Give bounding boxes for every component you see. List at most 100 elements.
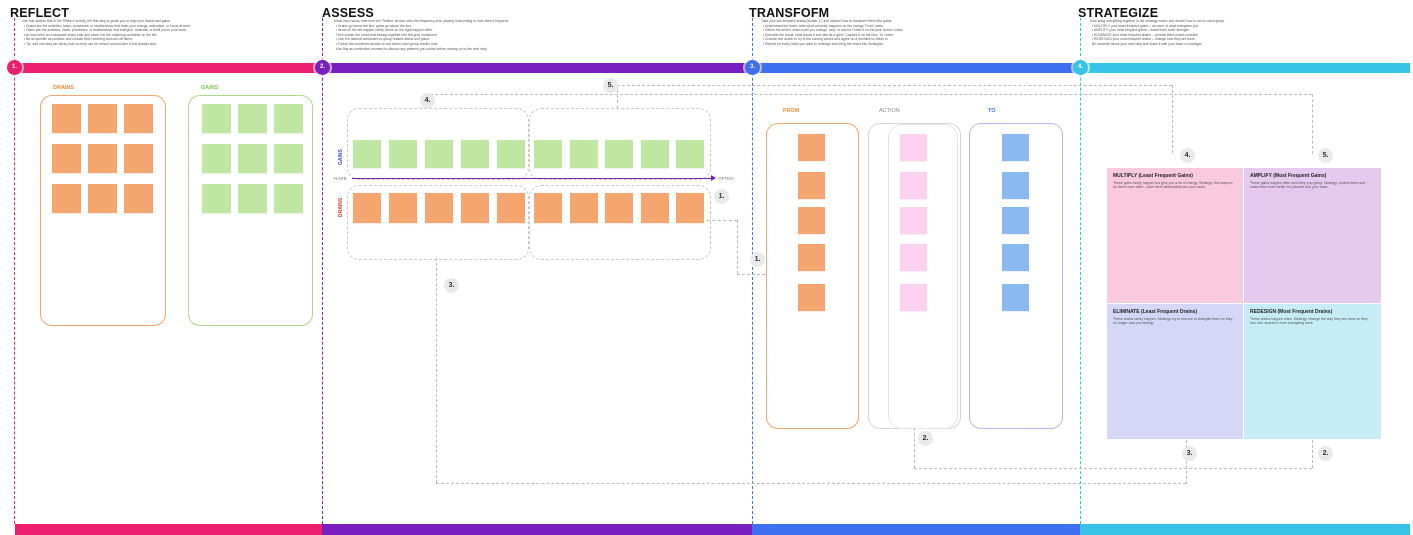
from-label: FROM [783, 108, 800, 114]
quadrant-multiply-text: These gains rarely happen but give you a… [1113, 181, 1233, 190]
action-sticky-note[interactable] [900, 284, 927, 311]
assess-gain-sticky-note[interactable] [605, 140, 633, 168]
action-sticky-note[interactable] [900, 207, 927, 234]
strategize-badge-4: 4. [1180, 148, 1195, 163]
from-sticky-note[interactable] [798, 284, 825, 311]
drain-sticky-note[interactable] [52, 184, 81, 213]
quadrant-redesign-title: REDESIGN (Most Frequent Drains) [1250, 309, 1333, 315]
transform-band [752, 63, 1080, 73]
drain-sticky-note[interactable] [124, 144, 153, 173]
assess-gain-sticky-note[interactable] [389, 140, 417, 168]
connector-2-bottom [914, 468, 1312, 469]
cluster-rare-gains [347, 108, 529, 180]
cluster-rare-drains [347, 185, 529, 260]
frequency-axis-arrow-icon [711, 175, 716, 181]
assess-gain-sticky-note[interactable] [497, 140, 525, 168]
gain-sticky-note[interactable] [202, 144, 231, 173]
drain-sticky-note[interactable] [124, 104, 153, 133]
from-sticky-note[interactable] [798, 244, 825, 271]
cluster-often-drains [529, 185, 711, 260]
assess-gain-sticky-note[interactable] [570, 140, 598, 168]
section-title-transform: TRANSFOFM [749, 6, 830, 20]
strategize-instructions: Now bring everything together in the str… [1090, 19, 1226, 46]
action-sticky-note[interactable] [900, 172, 927, 199]
connector-2-drop [914, 428, 915, 468]
from-container [766, 123, 859, 429]
from-sticky-note[interactable] [798, 172, 825, 199]
assess-drain-sticky-note[interactable] [389, 193, 417, 223]
action-label: ACTION [879, 108, 900, 114]
cluster-often-gains [529, 108, 711, 180]
action-inner-container [888, 124, 958, 429]
drain-sticky-note[interactable] [88, 184, 117, 213]
quadrant-eliminate-text: These drains rarely happen. Strategy: tr… [1113, 317, 1233, 326]
assess-drain-sticky-note[interactable] [534, 193, 562, 223]
gain-sticky-note[interactable] [274, 184, 303, 213]
connector-2-rise [1312, 440, 1313, 468]
assess-gain-sticky-note[interactable] [425, 140, 453, 168]
assess-gain-sticky-note[interactable] [353, 140, 381, 168]
axis-rare-label: RARE [334, 176, 347, 181]
assess-drain-sticky-note[interactable] [570, 193, 598, 223]
strategize-badge-3: 3. [1182, 446, 1197, 461]
reflect-instructions: Use this section first in the 'Reflect' … [22, 19, 192, 46]
assess-gains-label: GAINS [338, 149, 344, 165]
strategize-divider [1080, 18, 1081, 524]
to-label: TO [988, 108, 996, 114]
transform-step-node: 3. [745, 60, 760, 75]
drain-sticky-note[interactable] [124, 184, 153, 213]
quadrant-redesign: REDESIGN (Most Frequent Drains) These dr… [1244, 304, 1381, 439]
assess-band [322, 63, 752, 73]
assess-drain-sticky-note[interactable] [497, 193, 525, 223]
gain-sticky-note[interactable] [274, 144, 303, 173]
gain-sticky-note[interactable] [202, 184, 231, 213]
gain-sticky-note[interactable] [238, 144, 267, 173]
gain-sticky-note[interactable] [238, 104, 267, 133]
assess-drain-sticky-note[interactable] [425, 193, 453, 223]
quadrant-eliminate: ELIMINATE (Least Frequent Drains) These … [1107, 304, 1243, 439]
reflect-band [12, 63, 322, 73]
drain-sticky-note[interactable] [88, 144, 117, 173]
assess-gain-sticky-note[interactable] [461, 140, 489, 168]
gain-sticky-note[interactable] [274, 104, 303, 133]
assess-drain-sticky-note[interactable] [641, 193, 669, 223]
action-sticky-note[interactable] [900, 244, 927, 271]
transform-instructions: Take your low-frequent drains (cluster 3… [761, 19, 904, 46]
assess-gain-sticky-note[interactable] [534, 140, 562, 168]
drain-sticky-note[interactable] [52, 144, 81, 173]
assess-gain-sticky-note[interactable] [676, 140, 704, 168]
strategize-bottom-band [1080, 524, 1410, 535]
to-sticky-note[interactable] [1002, 207, 1029, 234]
connector-5-drop [617, 85, 618, 108]
from-sticky-note[interactable] [798, 207, 825, 234]
transform-divider [752, 18, 753, 524]
assess-instructions: Move each sticky note from the 'Reflect'… [334, 19, 510, 51]
from-sticky-note[interactable] [798, 134, 825, 161]
strategize-step-node: 4. [1073, 60, 1088, 75]
connector-1-in [737, 274, 765, 275]
connector-3-bottom [436, 483, 1186, 484]
drain-sticky-note[interactable] [88, 104, 117, 133]
to-container [969, 123, 1063, 429]
strategize-badge-5: 5. [1318, 148, 1333, 163]
gains-label: GAINS [201, 85, 219, 91]
to-sticky-note[interactable] [1002, 284, 1029, 311]
connector-amplify-drop [1312, 94, 1313, 154]
connector-line-top [430, 94, 1312, 95]
action-sticky-note[interactable] [900, 134, 927, 161]
to-sticky-note[interactable] [1002, 244, 1029, 271]
to-sticky-note[interactable] [1002, 134, 1029, 161]
assess-drain-sticky-note[interactable] [605, 193, 633, 223]
frequency-axis [352, 178, 714, 180]
assess-drain-sticky-note[interactable] [353, 193, 381, 223]
assess-gain-sticky-note[interactable] [641, 140, 669, 168]
assess-drain-sticky-note[interactable] [676, 193, 704, 223]
drain-sticky-note[interactable] [52, 104, 81, 133]
to-sticky-note[interactable] [1002, 172, 1029, 199]
gain-sticky-note[interactable] [238, 184, 267, 213]
assess-drain-sticky-note[interactable] [461, 193, 489, 223]
gain-sticky-note[interactable] [202, 104, 231, 133]
connector-line-5 [617, 85, 1172, 86]
drains-label: DRAINS [53, 85, 75, 91]
quadrant-amplify-text: These gains happen often and keep you go… [1250, 181, 1366, 190]
